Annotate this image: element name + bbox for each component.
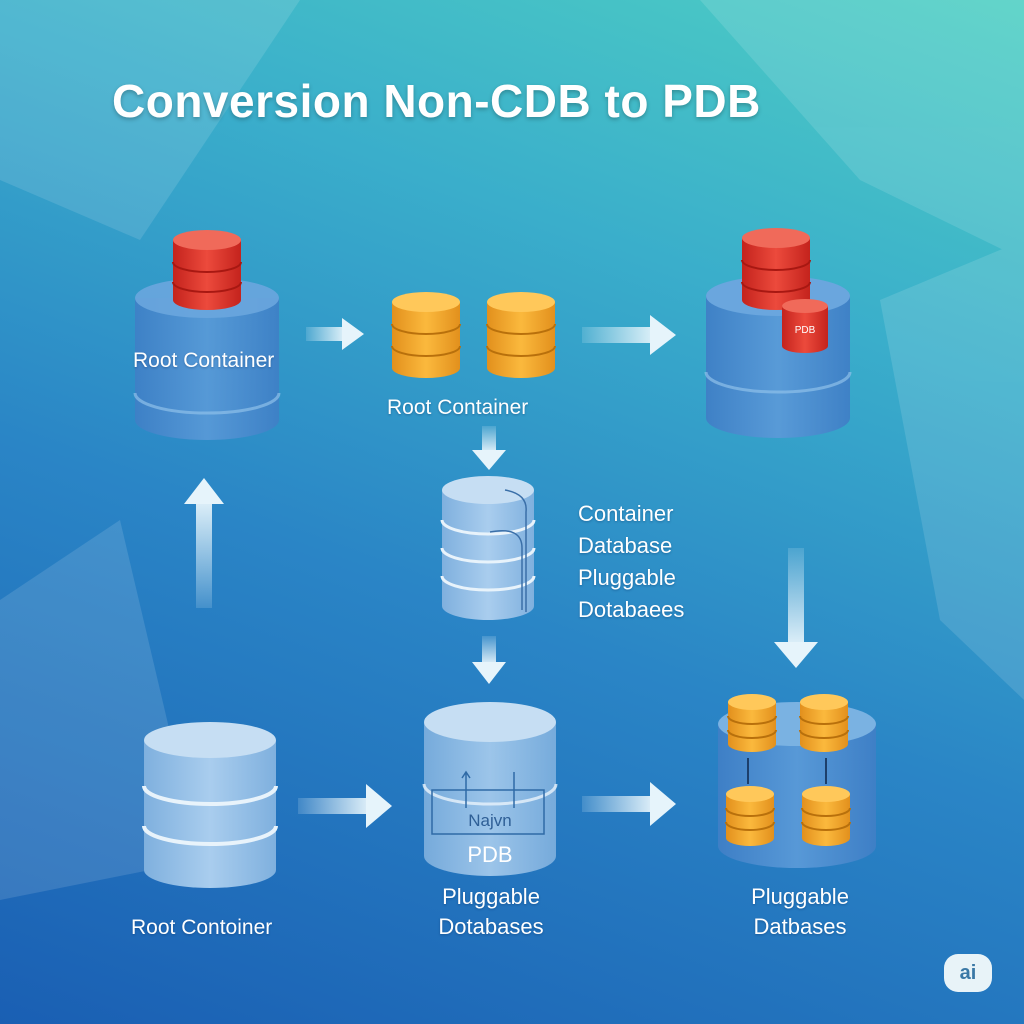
database-stack-icon bbox=[741, 228, 811, 310]
ai-badge: ai bbox=[944, 954, 992, 992]
container-database-cylinder bbox=[440, 476, 536, 620]
database-stack-icon bbox=[801, 786, 851, 846]
middle-desc-line: Container bbox=[578, 501, 674, 526]
pdb-chip-icon: PDB bbox=[782, 299, 828, 353]
pdb-cylinder: Najvn PDB bbox=[422, 702, 558, 876]
pluggable-db-icons bbox=[725, 694, 851, 846]
arrow-icon bbox=[472, 426, 506, 470]
pdb-label: PDB bbox=[467, 842, 512, 867]
database-stack-icon bbox=[727, 694, 777, 752]
bottom-middle-label: Pluggable Dotabases bbox=[432, 882, 550, 942]
arrow-icon bbox=[306, 318, 364, 350]
bottom-left-root-container bbox=[142, 722, 278, 888]
bottom-right-line: Datbases bbox=[753, 914, 847, 939]
background-facets bbox=[0, 0, 1024, 900]
database-stack-icon bbox=[172, 230, 242, 310]
diagram-title: Conversion Non-CDB to PDB bbox=[112, 75, 761, 127]
database-stack-icon bbox=[799, 694, 849, 752]
arrow-icon bbox=[184, 478, 224, 608]
arrow-icon bbox=[472, 636, 506, 684]
bottom-left-label: Root Contoiner bbox=[131, 916, 273, 939]
arrow-icon bbox=[582, 315, 676, 355]
middle-desc-line: Dotabaees bbox=[578, 597, 685, 622]
bottom-right-label: Pluggable Datbases bbox=[738, 882, 862, 942]
middle-desc-line: Database bbox=[578, 533, 673, 558]
bottom-middle-line: Pluggable bbox=[442, 884, 540, 909]
top-left-label: Root Container bbox=[133, 349, 275, 372]
bottom-right-line: Pluggable bbox=[751, 884, 849, 909]
database-stack-icon bbox=[391, 292, 461, 378]
middle-description: Container Database Pluggable Dotabaees bbox=[578, 498, 684, 626]
pdb-chip-label: PDB bbox=[795, 325, 816, 336]
database-stack-icon bbox=[486, 292, 556, 378]
top-middle-label: Root Container bbox=[387, 396, 529, 419]
bottom-middle-line: Dotabases bbox=[438, 914, 544, 939]
arrow-icon bbox=[298, 784, 392, 828]
database-stack-icon bbox=[725, 786, 775, 846]
middle-desc-line: Pluggable bbox=[578, 565, 676, 590]
pdb-inner-text: Najvn bbox=[468, 811, 511, 830]
arrow-icon bbox=[774, 548, 818, 668]
arrow-icon bbox=[582, 782, 676, 826]
